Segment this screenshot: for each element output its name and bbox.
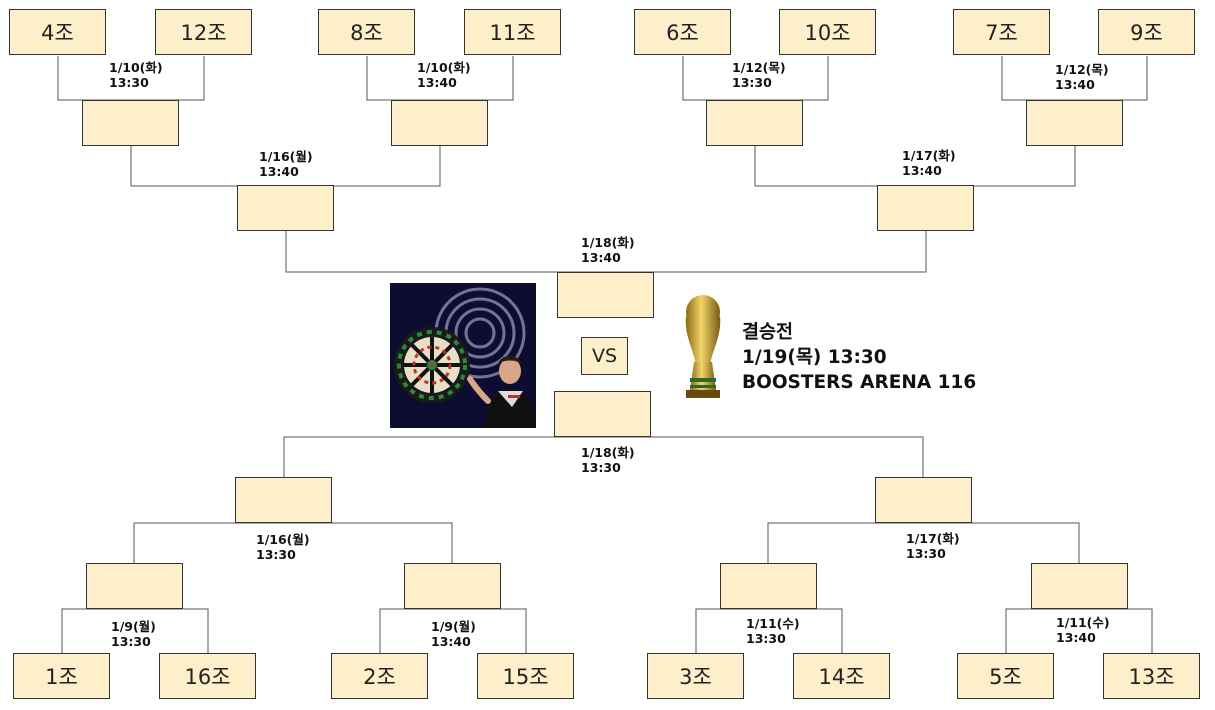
team-box-6: 6조 xyxy=(634,9,731,55)
match-date-label: 1/17(화) 13:30 xyxy=(906,531,960,561)
top-r1-winner-b xyxy=(391,100,488,146)
match-date-label: 1/16(월) 13:40 xyxy=(259,149,313,179)
bottom-r1-winner-b xyxy=(404,563,501,609)
top-r2-winner-a xyxy=(237,185,334,231)
top-r2-winner-b xyxy=(877,185,974,231)
bottom-r1-winner-a xyxy=(86,563,183,609)
bottom-r1-winner-d xyxy=(1031,563,1128,609)
match-date-label: 1/11(수) 13:30 xyxy=(746,616,800,646)
team-box-1: 1조 xyxy=(13,653,110,699)
team-box-7: 7조 xyxy=(953,9,1050,55)
match-date-label: 1/9(월) 13:40 xyxy=(431,619,476,649)
match-date-label: 1/17(화) 13:40 xyxy=(902,148,956,178)
team-box-4: 4조 xyxy=(9,9,106,55)
match-date-label: 1/10(화) 13:40 xyxy=(417,60,471,90)
bottom-finalist-box xyxy=(554,391,651,437)
match-date-label: 1/18(화) 13:30 xyxy=(581,445,635,475)
bottom-r2-winner-a xyxy=(235,477,332,523)
team-box-15: 15조 xyxy=(477,653,574,699)
bottom-r2-winner-b xyxy=(875,477,972,523)
trophy-image xyxy=(678,292,728,412)
match-date-label: 1/16(월) 13:30 xyxy=(256,532,310,562)
match-date-label: 1/18(화) 13:40 xyxy=(581,235,635,265)
match-date-label: 1/11(수) 13:40 xyxy=(1056,615,1110,645)
final-title: 결승전 xyxy=(742,322,794,343)
final-match-info: 결승전 1/19(목) 13:30 BOOSTERS ARENA 116 xyxy=(742,320,976,395)
top-r1-winner-c xyxy=(706,100,803,146)
match-date-label: 1/9(월) 13:30 xyxy=(111,619,156,649)
match-date-label: 1/12(목) 13:30 xyxy=(732,60,786,90)
final-venue: BOOSTERS ARENA 116 xyxy=(742,372,977,393)
team-box-3: 3조 xyxy=(647,653,744,699)
team-box-16: 16조 xyxy=(159,653,256,699)
top-finalist-box xyxy=(557,272,654,318)
vs-label: VS xyxy=(581,337,628,375)
match-date-label: 1/12(목) 13:40 xyxy=(1055,62,1109,92)
team-box-2: 2조 xyxy=(331,653,428,699)
team-box-12: 12조 xyxy=(155,9,252,55)
team-box-8: 8조 xyxy=(318,9,415,55)
top-r1-winner-a xyxy=(82,100,179,146)
team-box-14: 14조 xyxy=(793,653,890,699)
bottom-r1-winner-c xyxy=(720,563,817,609)
final-datetime: 1/19(목) 13:30 xyxy=(742,347,887,368)
darts-player-image xyxy=(390,283,536,428)
team-box-10: 10조 xyxy=(779,9,876,55)
top-r1-winner-d xyxy=(1026,100,1123,146)
match-date-label: 1/10(화) 13:30 xyxy=(109,60,163,90)
team-box-5: 5조 xyxy=(957,653,1054,699)
team-box-13: 13조 xyxy=(1103,653,1200,699)
team-box-11: 11조 xyxy=(464,9,561,55)
team-box-9: 9조 xyxy=(1098,9,1195,55)
